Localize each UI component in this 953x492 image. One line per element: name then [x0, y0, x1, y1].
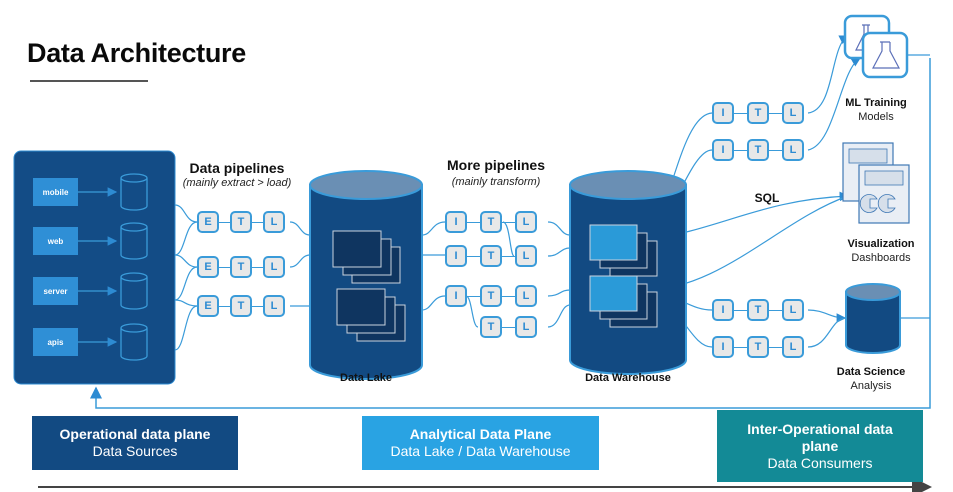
transform-step-l: L — [515, 285, 537, 307]
data-tables-icon — [589, 224, 658, 328]
consumer-itl-step-i: I — [712, 102, 734, 124]
data-lake-label: Data Lake — [340, 372, 392, 384]
source-apis: apis — [33, 328, 78, 356]
data-science-subtitle: Analysis — [850, 380, 892, 392]
transform-step-t: T — [480, 316, 502, 338]
step-connector — [769, 347, 782, 348]
consumer-itl-step-t: T — [747, 336, 769, 358]
transform-step-i: I — [445, 245, 467, 267]
step-connector — [734, 150, 747, 151]
etl-step-l: L — [263, 295, 285, 317]
page-title: Data Architecture — [27, 38, 246, 68]
transform-step-l: L — [515, 245, 537, 267]
source-database-icon — [120, 173, 148, 211]
step-connector — [502, 327, 515, 328]
plane-subtitle: Data Consumers — [767, 454, 873, 471]
step-connector — [769, 113, 782, 114]
step-connector — [502, 222, 515, 223]
data-science-cylinder — [845, 283, 901, 354]
step-connector — [502, 296, 515, 297]
ml-training-subtitle: Models — [858, 111, 894, 123]
data-lake-cylinder — [309, 170, 423, 380]
step-connector — [734, 113, 747, 114]
step-connector — [769, 310, 782, 311]
flask-icon — [843, 14, 909, 79]
step-connector — [769, 150, 782, 151]
etl-step-e: E — [197, 295, 219, 317]
data-pipelines-title: Data pipelines — [189, 160, 285, 176]
source-server: server — [33, 277, 78, 305]
plane-subtitle: Data Lake / Data Warehouse — [390, 443, 571, 459]
transform-step-t: T — [480, 211, 502, 233]
transform-step-t: T — [480, 245, 502, 267]
transform-step-l: L — [515, 211, 537, 233]
transform-step-i: I — [445, 211, 467, 233]
operational-plane-box: Operational data plane Data Sources — [32, 416, 238, 470]
consumer-itl-step-l: L — [782, 336, 804, 358]
step-connector — [467, 296, 480, 297]
step-connector — [252, 222, 263, 223]
consumer-itl-step-i: I — [712, 336, 734, 358]
etl-step-e: E — [197, 256, 219, 278]
transform-step-t: T — [480, 285, 502, 307]
source-mobile: mobile — [33, 178, 78, 206]
data-pipelines-subtitle: (mainly extract > load) — [182, 177, 292, 189]
step-connector — [219, 306, 230, 307]
etl-step-e: E — [197, 211, 219, 233]
visualization-subtitle: Dashboards — [851, 252, 911, 264]
consumer-itl-step-l: L — [782, 299, 804, 321]
dashboard-icon — [842, 142, 910, 224]
consumer-itl-step-t: T — [747, 102, 769, 124]
data-files-icon — [332, 230, 406, 342]
step-connector — [252, 267, 263, 268]
step-connector — [252, 306, 263, 307]
ml-training-title: ML Training — [845, 97, 907, 109]
source-database-icon — [120, 323, 148, 361]
consumer-itl-step-i: I — [712, 299, 734, 321]
step-connector — [219, 222, 230, 223]
plane-title: Inter-Operational data plane — [747, 420, 893, 454]
data-science-title: Data Science — [836, 366, 906, 378]
source-to-etl-connectors — [174, 204, 571, 351]
step-connector — [467, 222, 480, 223]
consumer-itl-step-l: L — [782, 139, 804, 161]
transform-step-l: L — [515, 316, 537, 338]
step-connector — [734, 347, 747, 348]
visualization-title: Visualization — [847, 238, 915, 250]
consumer-itl-step-t: T — [747, 299, 769, 321]
feedback-loop-line — [90, 58, 931, 409]
plane-title: Analytical Data Plane — [409, 426, 552, 442]
step-connector — [502, 256, 515, 257]
etl-step-t: T — [230, 256, 252, 278]
transform-step-i: I — [445, 285, 467, 307]
etl-step-t: T — [230, 295, 252, 317]
consumer-itl-step-l: L — [782, 102, 804, 124]
step-connector — [467, 256, 480, 257]
plane-subtitle: Data Sources — [92, 443, 178, 459]
step-connector — [734, 310, 747, 311]
consumer-itl-step-t: T — [747, 139, 769, 161]
etl-step-l: L — [263, 211, 285, 233]
analytical-plane-box: Analytical Data Plane Data Lake / Data W… — [362, 416, 599, 470]
data-warehouse-cylinder — [569, 170, 687, 375]
source-database-icon — [120, 272, 148, 310]
source-database-icon — [120, 222, 148, 260]
inter-operational-plane-box: Inter-Operational data plane Data Consum… — [717, 410, 923, 482]
more-pipelines-subtitle: (mainly transform) — [451, 176, 541, 188]
etl-step-t: T — [230, 211, 252, 233]
data-warehouse-label: Data Warehouse — [585, 372, 671, 384]
sql-label: SQL — [754, 191, 780, 205]
plane-title: Operational data plane — [59, 426, 211, 442]
consumer-itl-step-i: I — [712, 139, 734, 161]
sources-panel — [13, 150, 176, 385]
more-pipelines-title: More pipelines — [446, 157, 546, 173]
step-connector — [219, 267, 230, 268]
etl-step-l: L — [263, 256, 285, 278]
title-underline — [30, 80, 148, 82]
source-web: web — [33, 227, 78, 255]
